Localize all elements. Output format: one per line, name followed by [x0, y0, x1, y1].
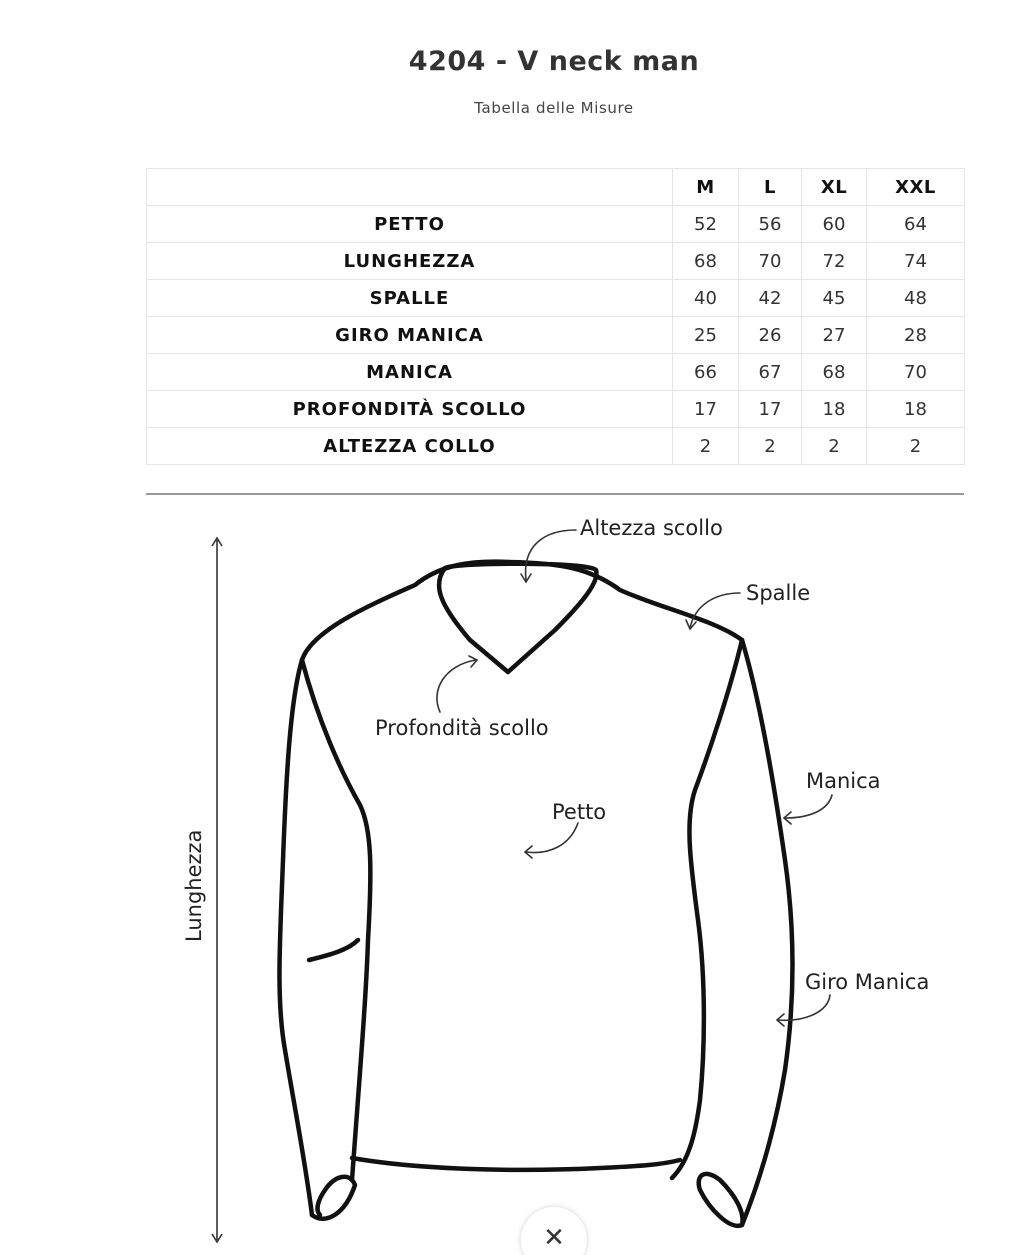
table-cell: 67 [738, 353, 802, 391]
arrow-manica [784, 794, 833, 819]
label-altezza-scollo: Altezza scollo [580, 516, 723, 540]
table-cell: 40 [672, 279, 739, 317]
size-table: M L XL XXL PETTO 52 56 60 64 LUNGHEZZA 6… [146, 168, 965, 465]
row-label: PROFONDITÀ SCOLLO [146, 390, 673, 428]
table-cell: 48 [866, 279, 965, 317]
column-header-xxl: XXL [866, 168, 965, 206]
table-cell: 18 [801, 390, 867, 428]
label-profondita-scollo: Profondità scollo [375, 716, 549, 740]
page-title: 4204 - V neck man [408, 46, 700, 77]
table-cell: 64 [866, 205, 965, 243]
table-cell: 72 [801, 242, 867, 280]
label-petto: Petto [552, 800, 606, 824]
row-label: PETTO [146, 205, 673, 243]
column-header-m: M [672, 168, 739, 206]
table-cell: 28 [866, 316, 965, 354]
table-cell: 66 [672, 353, 739, 391]
table-corner-cell [146, 168, 673, 206]
table-row: SPALLE 40 42 45 48 [146, 279, 965, 317]
row-label: ALTEZZA COLLO [146, 427, 673, 465]
table-cell: 18 [866, 390, 965, 428]
table-cell: 52 [672, 205, 739, 243]
table-cell: 68 [672, 242, 739, 280]
row-label: LUNGHEZZA [146, 242, 673, 280]
close-button[interactable]: ✕ [521, 1207, 587, 1255]
row-label: SPALLE [146, 279, 673, 317]
column-header-l: L [738, 168, 802, 206]
table-row: LUNGHEZZA 68 70 72 74 [146, 242, 965, 280]
table-cell: 70 [738, 242, 802, 280]
table-cell: 45 [801, 279, 867, 317]
table-row: ALTEZZA COLLO 2 2 2 2 [146, 427, 965, 465]
table-header-row: M L XL XXL [146, 168, 965, 206]
table-cell: 17 [672, 390, 739, 428]
column-header-xl: XL [801, 168, 867, 206]
table-cell: 74 [866, 242, 965, 280]
table-cell: 2 [672, 427, 739, 465]
arrow-giro-manica [777, 994, 831, 1022]
table-cell: 2 [738, 427, 802, 465]
table-row: GIRO MANICA 25 26 27 28 [146, 316, 965, 354]
table-cell: 2 [866, 427, 965, 465]
table-cell: 25 [672, 316, 739, 354]
label-lunghezza: Lunghezza [182, 830, 206, 942]
annotation-arrows [436, 529, 833, 1027]
label-manica: Manica [806, 769, 881, 793]
arrow-petto [525, 822, 579, 854]
table-row: PROFONDITÀ SCOLLO 17 17 18 18 [146, 390, 965, 428]
table-cell: 42 [738, 279, 802, 317]
page-subtitle: Tabella delle Misure [474, 99, 634, 117]
table-cell: 26 [738, 316, 802, 354]
arrow-altezza-scollo [524, 529, 577, 581]
table-cell: 17 [738, 390, 802, 428]
section-divider [146, 493, 964, 495]
table-cell: 68 [801, 353, 867, 391]
close-icon: ✕ [543, 1223, 565, 1253]
label-giro-manica: Giro Manica [805, 970, 929, 994]
table-row: PETTO 52 56 60 64 [146, 205, 965, 243]
sweater-outline [277, 559, 795, 1228]
length-arrow [211, 536, 223, 1244]
arrow-spalle [689, 592, 741, 629]
label-spalle: Spalle [746, 581, 810, 605]
sweater-diagram: Altezza scollo Spalle Profondità scollo … [182, 516, 929, 1244]
row-label: GIRO MANICA [146, 316, 673, 354]
table-cell: 27 [801, 316, 867, 354]
row-label: MANICA [146, 353, 673, 391]
arrow-profondita-scollo [436, 659, 477, 713]
table-cell: 2 [801, 427, 867, 465]
table-cell: 70 [866, 353, 965, 391]
table-row: MANICA 66 67 68 70 [146, 353, 965, 391]
table-cell: 60 [801, 205, 867, 243]
table-cell: 56 [738, 205, 802, 243]
